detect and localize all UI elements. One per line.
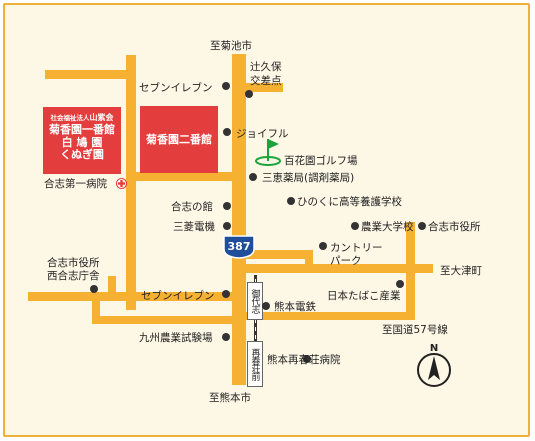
koshi-no-yakata-label: 合志の館: [171, 201, 213, 213]
nishi-office-dot: [90, 285, 98, 293]
road-top-west: [45, 70, 135, 79]
station-saishunso: 再春荘前: [247, 341, 263, 387]
seven-south-dot: [222, 290, 230, 298]
sankei-pharmacy-dot: [249, 173, 257, 181]
nishi-office-line1-label: 合志市役所: [47, 257, 100, 269]
hakukyuen-label: 白 鳩 園: [61, 135, 103, 149]
road-east-loop-side: [305, 250, 313, 272]
route-number: 387: [228, 240, 251, 253]
hiyoku-school-dot: [287, 197, 295, 205]
japan-tobacco-dot: [396, 280, 404, 288]
japan-tobacco-label: 日本たばこ産業: [327, 290, 401, 302]
yamashikai-corp-label: 社会福祉法人: [50, 114, 90, 122]
mitsubishi-label: 三菱電機: [173, 221, 215, 233]
tsukubo-intersection-dot: [245, 90, 253, 98]
joyful-label: ジョイフル: [236, 128, 289, 140]
kumamoto-dentetsu-dot: [262, 302, 270, 310]
tsukubo-line1-label: 辻久保: [250, 61, 282, 73]
road-route-387: [232, 54, 246, 385]
seven-north-label: セブンイレブン: [139, 82, 213, 94]
station-miyoshi: 御代志: [247, 282, 263, 320]
road-tsukubo-east: [243, 83, 283, 92]
road-west-main: [28, 292, 243, 301]
sankei-pharmacy-label: 三恵薬局(調剤薬局): [262, 172, 355, 184]
seven-south-label: セブンイレブン: [141, 290, 215, 302]
road-southeast: [243, 312, 415, 320]
golf-flag-icon: [255, 139, 281, 166]
agri-univ-dot: [351, 222, 359, 230]
yamashikai-name: 山紫会: [89, 113, 114, 122]
road-west-connector: [92, 294, 100, 324]
railway-track: [254, 275, 257, 383]
country-park-line2-label: パーク: [330, 255, 362, 267]
agri-univ-label: 農業大学校: [361, 221, 414, 233]
hiyoku-school-label: ひのくに高等養護学校: [297, 196, 402, 208]
kyushu-agri-label: 九州農業試験場: [139, 332, 213, 344]
tsukubo-line2-label: 交差点: [250, 75, 282, 87]
koshi-hospital-label: 合志第一病院: [44, 178, 107, 190]
dest-east-label: 至大津町: [440, 265, 482, 277]
road-hospital-line: [126, 172, 236, 181]
country-park-dot: [319, 242, 327, 250]
joyful-dot: [223, 128, 231, 136]
golf-label: 百花園ゴルフ場: [284, 155, 358, 167]
road-east-main: [243, 264, 433, 273]
dest-southeast-label: 至国道57号線: [382, 324, 448, 336]
dest-south-label: 至熊本市: [209, 392, 251, 404]
road-nishi-stub: [108, 276, 116, 296]
road-north-branch: [126, 55, 136, 310]
kikukaen-ichiban-label: 菊香園一番館: [49, 123, 115, 136]
koshi-city-office-label: 合志市役所: [428, 221, 481, 233]
mitsubishi-dot: [223, 222, 231, 230]
kikukaen-niban-label: 菊香園二番館: [146, 133, 212, 146]
road-west-lower: [92, 316, 242, 324]
kikukaen-niban-block: 菊香園二番館: [140, 106, 218, 173]
koshi-city-office-dot: [418, 222, 426, 230]
yamashikai-facility-block: 社会福祉法人山紫会 菊香園一番館 白 鳩 園 くぬぎ園: [43, 107, 121, 174]
country-park-line1-label: カントリー: [330, 242, 383, 254]
kumamoto-dentetsu-label: 熊本電鉄: [274, 301, 316, 313]
koshi-no-yakata-dot: [223, 202, 231, 210]
saishun-hospital-dot: [303, 355, 311, 363]
hospital-cross-icon: [116, 178, 127, 189]
saishun-hospital-label: 熊本再春荘病院: [267, 354, 341, 366]
kunugien-label: くぬぎ園: [60, 148, 104, 161]
north-compass-icon: N: [417, 343, 451, 387]
road-east-vertical: [406, 222, 415, 320]
road-east-loop-top: [243, 250, 313, 259]
route-387-shield-icon: 387: [223, 235, 255, 259]
dest-north-label: 至菊池市: [210, 40, 252, 52]
nishi-office-line2-label: 西合志庁舎: [47, 270, 100, 282]
kyushu-agri-dot: [222, 333, 230, 341]
seven-north-dot: [222, 82, 230, 90]
svg-text:N: N: [430, 343, 438, 354]
